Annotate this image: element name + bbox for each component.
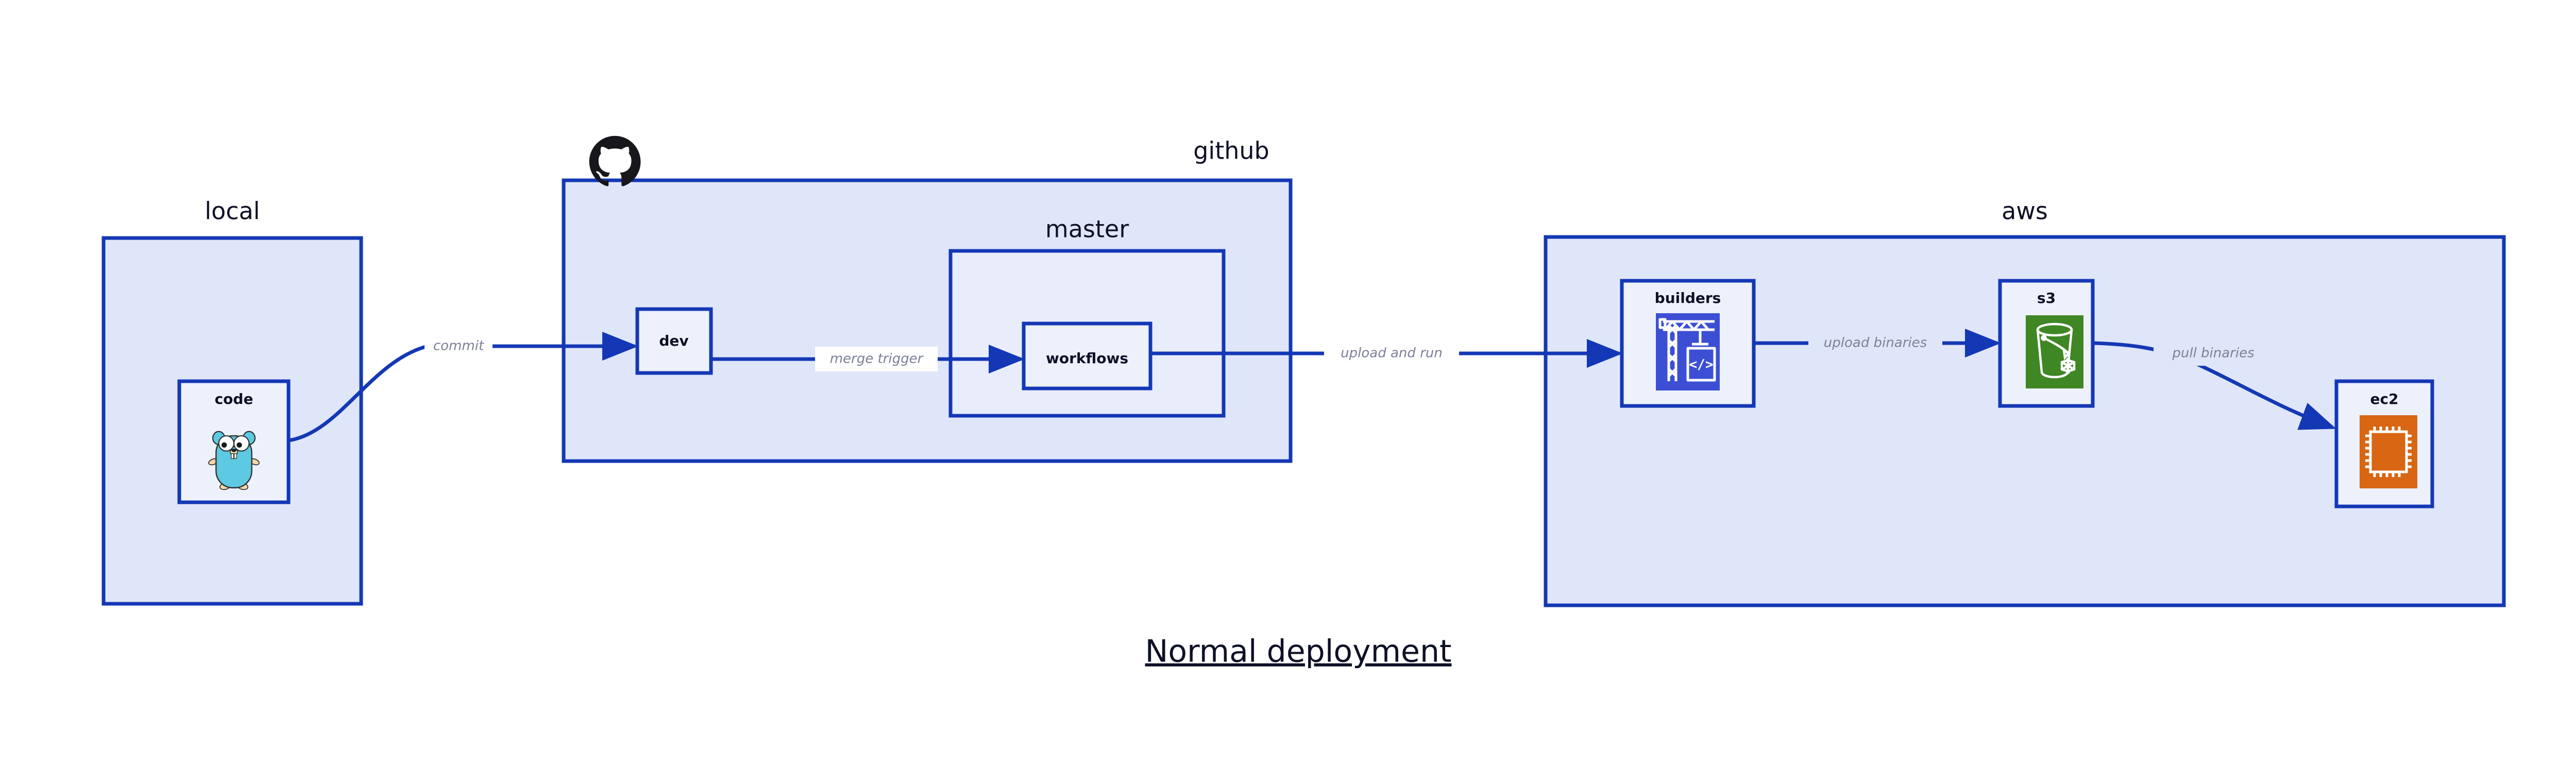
- node-dev[interactable]: dev: [635, 307, 713, 375]
- node-builders-label: builders: [1655, 290, 1721, 307]
- edge-label-commit: commit: [433, 338, 484, 354]
- cluster-aws-label: aws: [2002, 197, 2048, 225]
- edge-label-bg: [425, 334, 493, 359]
- aws-ec2-cpu-icon: [2360, 415, 2417, 488]
- node-code[interactable]: code: [177, 379, 291, 504]
- node-s3[interactable]: s3: [1998, 279, 2095, 408]
- node-workflows[interactable]: workflows: [1022, 321, 1153, 390]
- aws-s3-bucket-icon: [2026, 315, 2083, 388]
- node-builders[interactable]: builders: [1620, 279, 1756, 408]
- node-workflows-rect: [1022, 321, 1153, 390]
- node-ec2-label: ec2: [2370, 390, 2398, 408]
- github-octocat-icon: [589, 135, 641, 186]
- edge-label-bg: [815, 347, 938, 371]
- cluster-github-label: github: [1193, 137, 1269, 165]
- go-gopher-icon: [208, 431, 260, 490]
- edge-label-merge-trigger: merge trigger: [830, 351, 924, 367]
- edge-code-to-dev: commit: [288, 332, 638, 443]
- edge-label-bg: [2154, 341, 2273, 366]
- node-code-label: code: [215, 390, 253, 408]
- cluster-master-label: master: [1045, 215, 1129, 243]
- edge-label-upload-binaries: upload binaries: [1824, 335, 1927, 351]
- cluster-local-label: local: [205, 197, 260, 225]
- node-dev-label: dev: [659, 332, 688, 349]
- edge-s3-to-ec2: pull binaries: [2092, 341, 2336, 430]
- svg-text:</>: </>: [1689, 357, 1714, 372]
- diagram-title: Normal deployment: [1145, 634, 1451, 670]
- edge-workflows-to-builders: upload and run: [1150, 339, 1623, 368]
- edge-label-bg: [1808, 331, 1942, 355]
- node-ec2[interactable]: ec2: [2334, 379, 2434, 508]
- node-s3-label: s3: [2037, 290, 2056, 307]
- edge-label-pull-binaries: pull binaries: [2172, 346, 2254, 361]
- aws-codebuild-icon: </>: [1656, 313, 1720, 390]
- node-workflows-label: workflows: [1046, 350, 1128, 367]
- edge-label-bg: [1324, 341, 1459, 366]
- edge-builders-to-s3: upload binaries: [1754, 329, 2001, 358]
- edge-label-upload-and-run: upload and run: [1341, 346, 1443, 361]
- edge-dev-to-workflows: merge trigger: [711, 345, 1025, 373]
